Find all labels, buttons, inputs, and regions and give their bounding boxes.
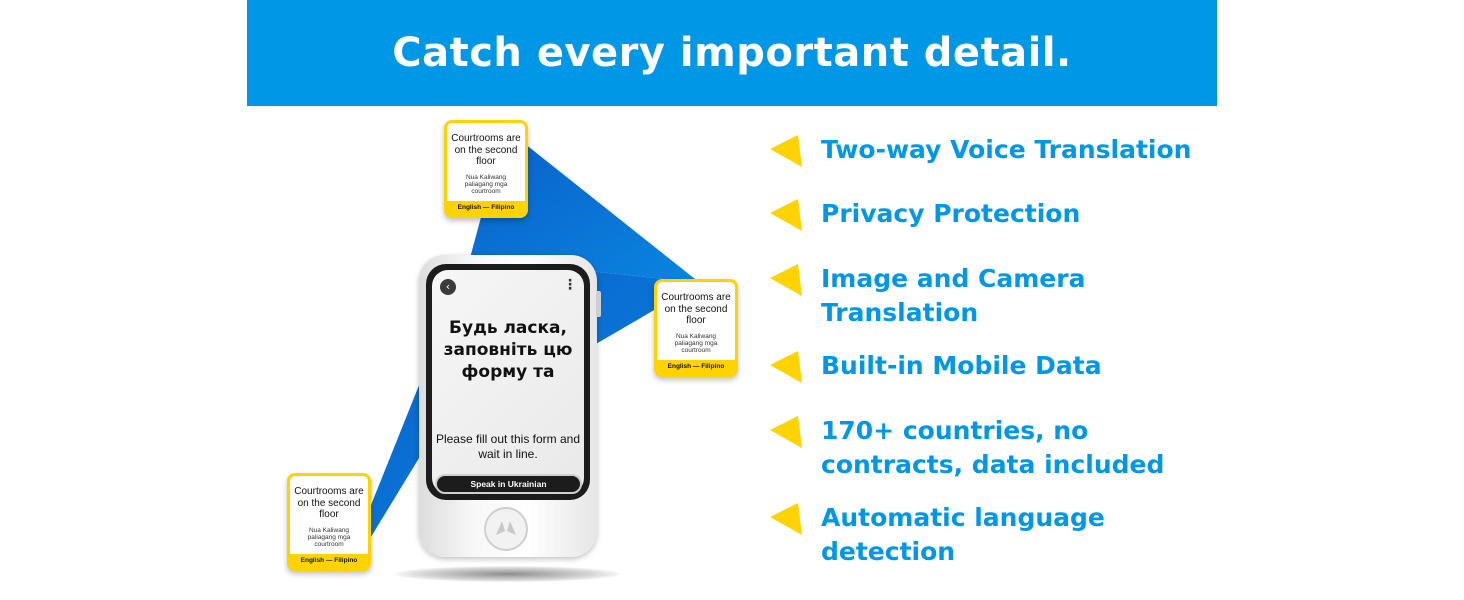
- feature-label: 170+ countries, no contracts, data inclu…: [821, 416, 1165, 479]
- yellow-arrow-icon: [770, 135, 802, 167]
- translation-card-bottom: Courtrooms are on the second floor Nua K…: [287, 473, 371, 571]
- feature-list: Two-way Voice Translation Privacy Protec…: [768, 0, 1208, 600]
- translator-device: ‹ ⋮ Будь ласка, заповніть цю форму та Pl…: [419, 255, 601, 557]
- card-language-pair: English — Filipino: [290, 553, 368, 568]
- more-vertical-icon[interactable]: ⋮: [563, 277, 577, 293]
- home-button[interactable]: [484, 507, 528, 551]
- translated-text: Будь ласка, заповніть цю форму та: [443, 318, 573, 382]
- card-main-text: Courtrooms are on the second floor: [451, 133, 521, 167]
- card-language-pair: English — Filipino: [447, 200, 525, 215]
- device-screen: ‹ ⋮ Будь ласка, заповніть цю форму та Pl…: [432, 270, 584, 494]
- page-title: Catch every important detail.: [392, 30, 1072, 76]
- translation-card-top: Courtrooms are on the second floor Nua K…: [444, 120, 528, 218]
- feature-label: Two-way Voice Translation: [821, 135, 1192, 164]
- device-shadow: [395, 566, 620, 582]
- translation-card-right: Courtrooms are on the second floor Nua K…: [654, 279, 738, 377]
- device-side-button[interactable]: [596, 291, 601, 317]
- yellow-arrow-icon: [770, 351, 802, 383]
- speak-button[interactable]: Speak in Ukrainian: [435, 474, 582, 494]
- card-main-text: Courtrooms are on the second floor: [294, 486, 364, 520]
- card-sub-text: Nua Kaliwang paliagang mga courtroom: [307, 526, 351, 548]
- card-language-pair: English — Filipino: [657, 359, 735, 374]
- device-bezel: ‹ ⋮ Будь ласка, заповніть цю форму та Pl…: [426, 264, 590, 500]
- chevron-left-icon[interactable]: ‹: [440, 279, 456, 295]
- card-sub-text: Nua Kaliwang paliagang mga courtroom: [674, 332, 718, 354]
- feature-label: Automatic language detection: [821, 503, 1105, 566]
- feature-label: Built-in Mobile Data: [821, 351, 1102, 380]
- yellow-arrow-icon: [770, 199, 802, 231]
- pocketalk-logo-icon: [496, 521, 516, 535]
- header-banner: Catch every important detail.: [247, 0, 1217, 106]
- yellow-arrow-icon: [770, 264, 802, 296]
- source-text: Please fill out this form and wait in li…: [435, 432, 581, 461]
- yellow-arrow-icon: [770, 503, 802, 535]
- feature-label: Privacy Protection: [821, 199, 1081, 228]
- background-triangle-graphic: [360, 128, 700, 555]
- feature-label: Image and Camera Translation: [821, 264, 1086, 327]
- yellow-arrow-icon: [770, 416, 802, 448]
- card-main-text: Courtrooms are on the second floor: [661, 292, 731, 326]
- card-sub-text: Nua Kaliwang paliagang mga courtroom: [464, 173, 508, 195]
